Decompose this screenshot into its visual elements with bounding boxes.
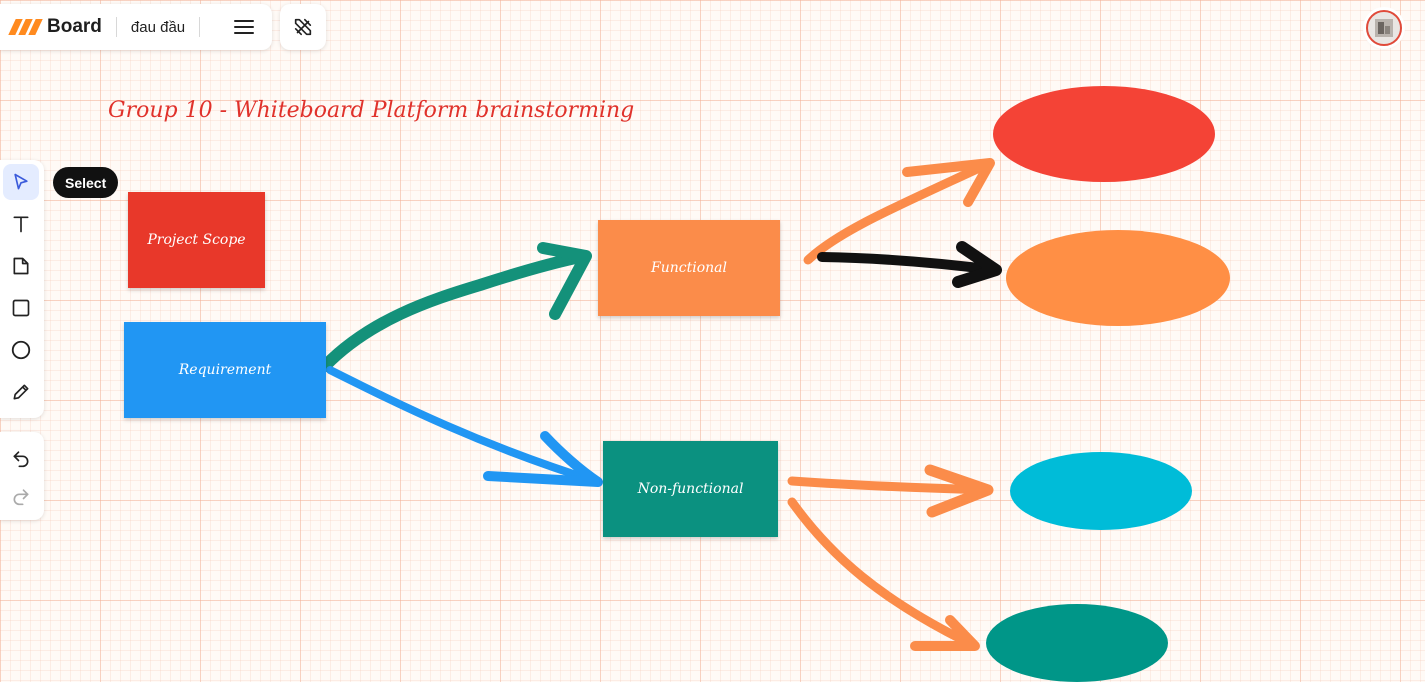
sticky-note-icon [13, 257, 29, 275]
board-name[interactable]: đau đầu [130, 18, 186, 36]
requirement-card[interactable]: Requirement [124, 322, 326, 418]
undo-icon [13, 451, 29, 468]
rectangle-icon [12, 299, 30, 317]
pencil-icon [13, 384, 29, 400]
arrow-nonfunctional-ellipse4 [787, 497, 980, 651]
divider [199, 17, 201, 37]
arrowhead-orange-2 [924, 464, 994, 518]
avatar-image-icon [1375, 19, 1393, 37]
functional-card[interactable]: Functional [598, 220, 780, 316]
project-scope-card[interactable]: Project Scope [128, 192, 265, 288]
requirement-label: Requirement [178, 362, 272, 378]
hamburger-icon [234, 20, 254, 34]
ellipse-red[interactable] [993, 86, 1215, 182]
functional-label: Functional [651, 260, 727, 276]
arrow-requirement-nonfunctional [326, 366, 602, 486]
board-title-text[interactable]: Group 10 - Whiteboard Platform brainstor… [108, 98, 635, 123]
tool-palette [0, 160, 44, 418]
non-functional-card[interactable]: Non-functional [603, 441, 778, 537]
redo-button[interactable] [3, 478, 39, 514]
text-tool[interactable] [3, 206, 39, 242]
ellipse-cyan[interactable] [1010, 452, 1192, 530]
brand-name: Board [47, 16, 102, 37]
ellipse-orange[interactable] [1006, 230, 1230, 326]
arrowhead-blue [483, 431, 603, 487]
design-tools-icon [294, 18, 312, 36]
project-scope-label: Project Scope [147, 232, 246, 248]
text-icon [13, 216, 29, 233]
arrow-nonfunctional-ellipse3 [787, 476, 993, 495]
arrow-requirement-functional [319, 250, 591, 372]
undo-button[interactable] [3, 440, 39, 476]
arrowhead-orange-3 [910, 615, 980, 651]
logo[interactable]: Board [0, 16, 102, 38]
sticky-note-tool[interactable] [3, 248, 39, 284]
non-functional-label: Non-functional [637, 481, 744, 497]
redo-icon [13, 489, 29, 506]
top-bar: Board đau đầu [0, 4, 272, 50]
divider [115, 17, 117, 37]
pencil-tool[interactable] [3, 374, 39, 410]
ellipse-tool[interactable] [3, 332, 39, 368]
menu-button[interactable] [230, 13, 258, 41]
select-tooltip: Select [53, 167, 119, 198]
ellipse-icon [11, 340, 31, 360]
history-controls [0, 432, 44, 520]
tools-button[interactable] [280, 4, 326, 50]
arrowhead-teal [537, 242, 592, 320]
logo-mark-icon [8, 19, 43, 35]
arrow-functional-ellipse2 [817, 252, 1000, 275]
select-tool[interactable] [3, 164, 39, 200]
arrow-functional-ellipse1 [803, 158, 995, 265]
user-avatar[interactable] [1366, 10, 1402, 46]
arrowhead-orange-1 [902, 158, 995, 207]
ellipse-teal[interactable] [986, 604, 1168, 682]
arrowhead-black [952, 241, 1002, 288]
select-icon [14, 173, 28, 190]
rectangle-tool[interactable] [3, 290, 39, 326]
